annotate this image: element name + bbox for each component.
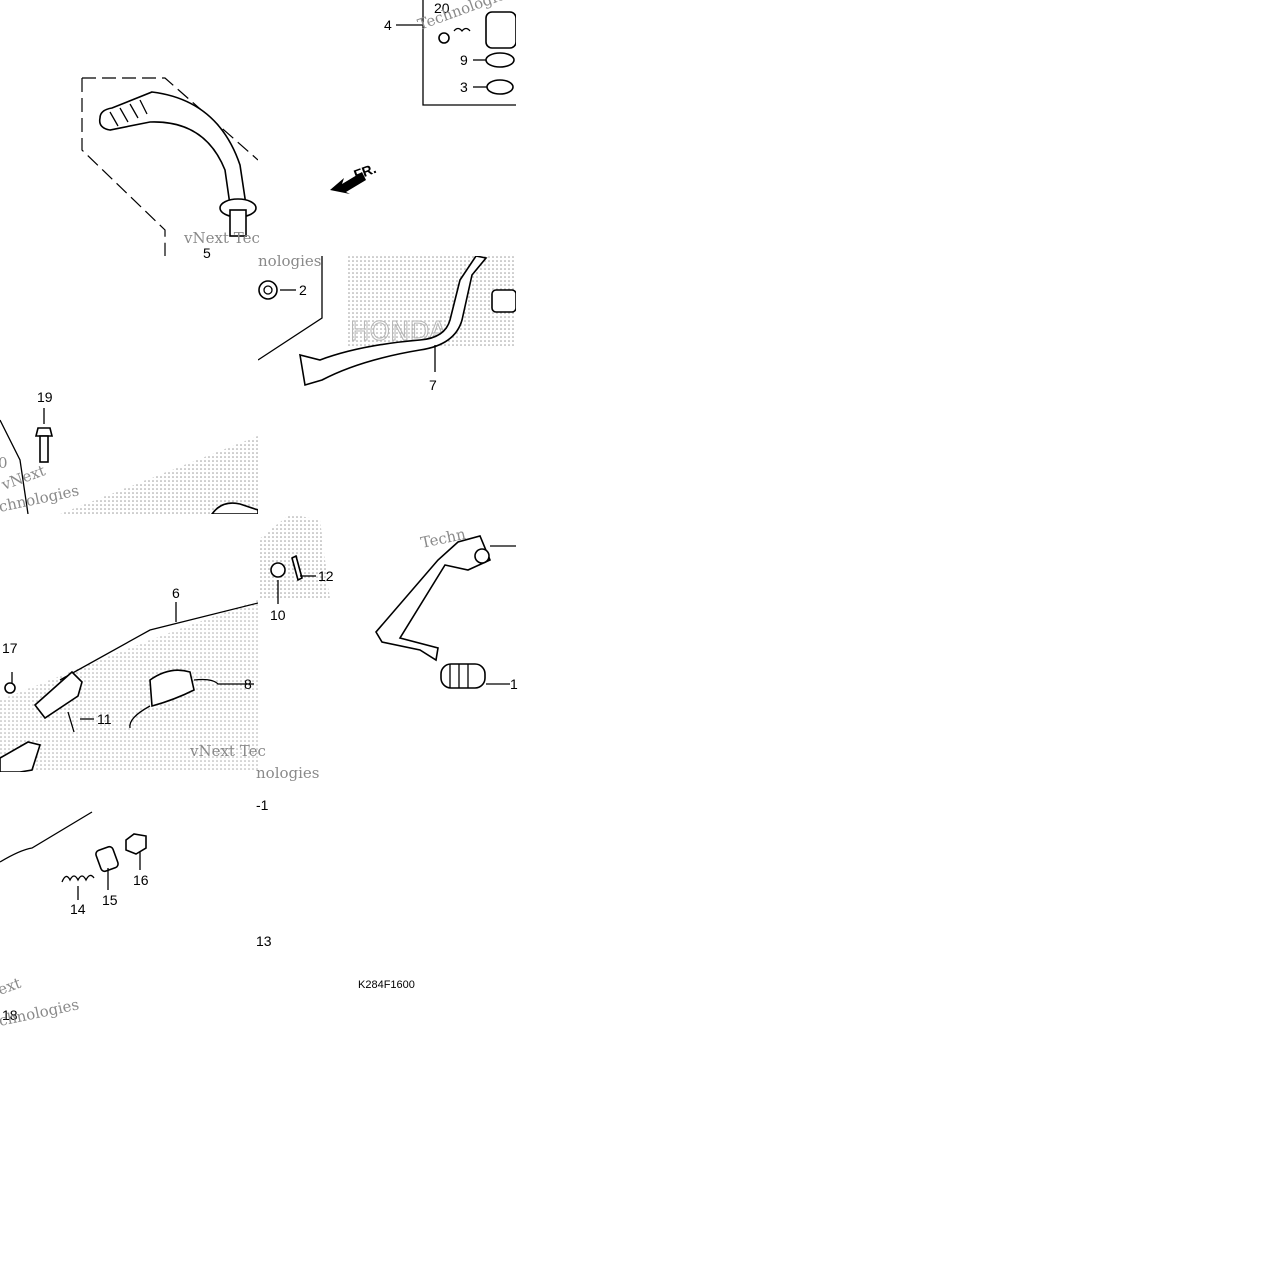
rod-joint	[33, 670, 83, 720]
bolt-shaft-19	[39, 435, 49, 463]
brake-rod-group	[0, 600, 258, 772]
shift-lever-arm	[375, 535, 492, 662]
dotted-shading	[0, 600, 258, 772]
callout-10: 10	[270, 607, 286, 623]
parts-box-outline	[422, 0, 516, 106]
front-arrow-label: FR.	[352, 160, 379, 183]
kick-shaft-bush	[485, 11, 516, 49]
dashed-boundary	[258, 256, 323, 361]
brake-pedal-group: HONDA	[258, 256, 516, 387]
callout-14: 14	[70, 901, 86, 917]
dashed-boundary	[82, 77, 258, 161]
adjuster-group	[0, 811, 147, 900]
spring-part-14	[61, 874, 95, 883]
brake-pedal-arm	[299, 256, 488, 387]
clip-part-3	[486, 79, 514, 95]
callout-6: 6	[172, 585, 180, 601]
callout-2: 2	[299, 282, 307, 298]
partial-callout-0: 0	[0, 454, 8, 472]
dotted-shading	[60, 436, 258, 514]
kick-lever-shaft	[229, 209, 247, 237]
callout-17: 17	[2, 640, 18, 656]
partial-callout-1: -1	[256, 797, 269, 813]
kickstarter-arm-group	[81, 77, 258, 256]
callout-11: 11	[97, 711, 112, 727]
callout-18: 18	[2, 1007, 18, 1023]
kick-shaft-parts-group	[330, 0, 516, 194]
watermark: vNext Tec	[189, 742, 266, 760]
shift-rubber-part-1	[440, 663, 486, 689]
callout-5: 5	[203, 245, 211, 261]
brake-rod-end	[0, 811, 93, 863]
pedal-pivot-boss	[491, 289, 516, 313]
drawing-code: K284F1600	[358, 979, 415, 991]
dashed-boundary	[81, 78, 166, 256]
watermark: ext	[0, 974, 23, 999]
spring-small	[453, 27, 471, 33]
washer-part-9	[485, 52, 515, 68]
return-spring-part-8	[149, 669, 195, 708]
callout-4: 4	[384, 17, 392, 33]
bolt-head-19	[34, 427, 54, 437]
shift-lever-bore	[474, 548, 490, 564]
pedal-bracket	[0, 741, 42, 772]
pin-part-17	[4, 682, 16, 694]
frame-bracket	[211, 502, 258, 514]
watermark: vNext Tec	[183, 229, 260, 247]
dotted-shading	[346, 256, 516, 346]
joint-part-15	[95, 845, 119, 873]
callout-12: 12	[318, 568, 334, 584]
washer-part-10	[270, 562, 286, 578]
callout-8: 8	[244, 676, 252, 692]
seal-part-2	[258, 280, 278, 300]
ball-part-20	[438, 32, 450, 44]
frame-bolt-group	[0, 408, 258, 514]
callout-19: 19	[37, 389, 53, 405]
partial-callout-13: 13	[256, 933, 272, 949]
callout-1: 1	[510, 676, 518, 692]
callout-9: 9	[460, 52, 468, 68]
brake-rod	[59, 602, 258, 681]
callout-20: 20	[434, 0, 450, 16]
callout-15: 15	[102, 892, 118, 908]
watermark: chnologies	[0, 995, 81, 1030]
watermark: nologies	[258, 252, 322, 270]
callout-7: 7	[429, 377, 437, 393]
front-arrow-icon	[330, 172, 366, 194]
watermark: nologies	[256, 764, 320, 782]
callout-16: 16	[133, 872, 149, 888]
shift-lever-group	[258, 514, 516, 689]
callout-3: 3	[460, 79, 468, 95]
adjust-nut-part-16	[125, 833, 147, 855]
cotter-pin-part-12	[291, 554, 303, 582]
